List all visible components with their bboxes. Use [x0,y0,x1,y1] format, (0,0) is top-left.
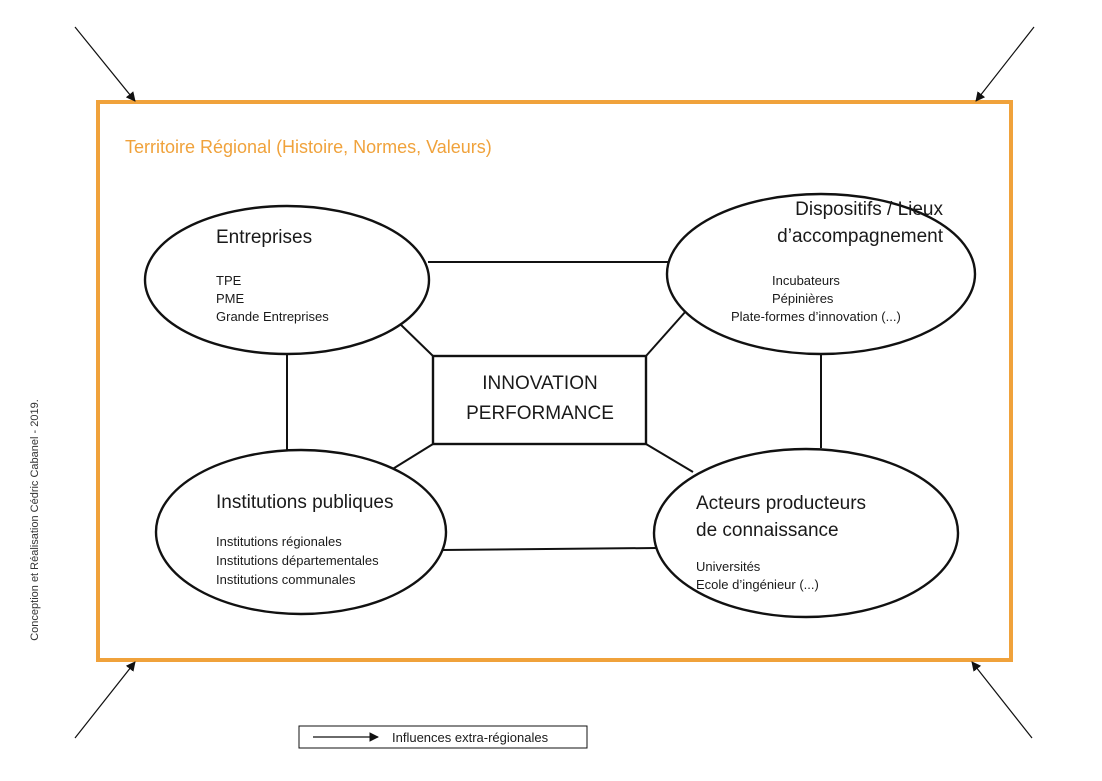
center-label-line1: INNOVATION [482,373,597,394]
entreprises-item: Grande Entreprises [216,309,329,324]
legend-box [298,725,588,749]
dispositifs-item: Plate-formes d’innovation (...) [731,309,901,324]
institutions-ellipse [154,448,448,616]
influence-arrow-bottom-right [971,661,1033,739]
dispositifs-item: Incubateurs [772,273,840,288]
link-institutions-acteurs [441,547,657,551]
acteurs-item: Ecole d’ingénieur (...) [696,577,819,592]
entreprises-item: TPE [216,273,242,288]
entreprises-item: PME [216,291,245,306]
innovation-performance-box [431,354,648,446]
influence-arrow-bottom-left [74,661,136,739]
dispositifs-ellipse [665,192,977,356]
regional-territory-frame [96,100,1013,662]
credit-text: Conception et Réalisation Cédric Cabanel… [29,399,41,641]
institutions-item: Institutions régionales [216,534,342,549]
entreprises-ellipse [143,204,431,356]
dispositifs-item: Pépinières [772,291,834,306]
influence-arrow-top-left [74,26,136,102]
link-acteurs-center [645,443,694,473]
institutions-item: Institutions départementales [216,553,379,568]
acteurs-ellipse [652,447,960,619]
entreprises-title: Entreprises [216,227,312,248]
influence-arrow-top-right [975,26,1035,102]
center-label-line2: PERFORMANCE [466,403,614,424]
acteurs-item: Universités [696,559,761,574]
link-institutions-center [390,443,434,471]
acteurs-title-line1: Acteurs producteurs [696,493,866,514]
link-entreprises-center [397,321,434,357]
institutions-item: Institutions communales [216,572,356,587]
regional-territory-label: Territoire Régional (Histoire, Normes, V… [125,137,492,157]
acteurs-title-line2: de connaissance [696,520,839,541]
legend-label: Influences extra-régionales [392,730,549,745]
link-dispositifs-center [645,310,687,357]
dispositifs-title-line2: d’accompagnement [777,226,944,247]
dispositifs-title-line1: Dispositifs / Lieux [795,199,943,220]
institutions-title: Institutions publiques [216,492,393,513]
